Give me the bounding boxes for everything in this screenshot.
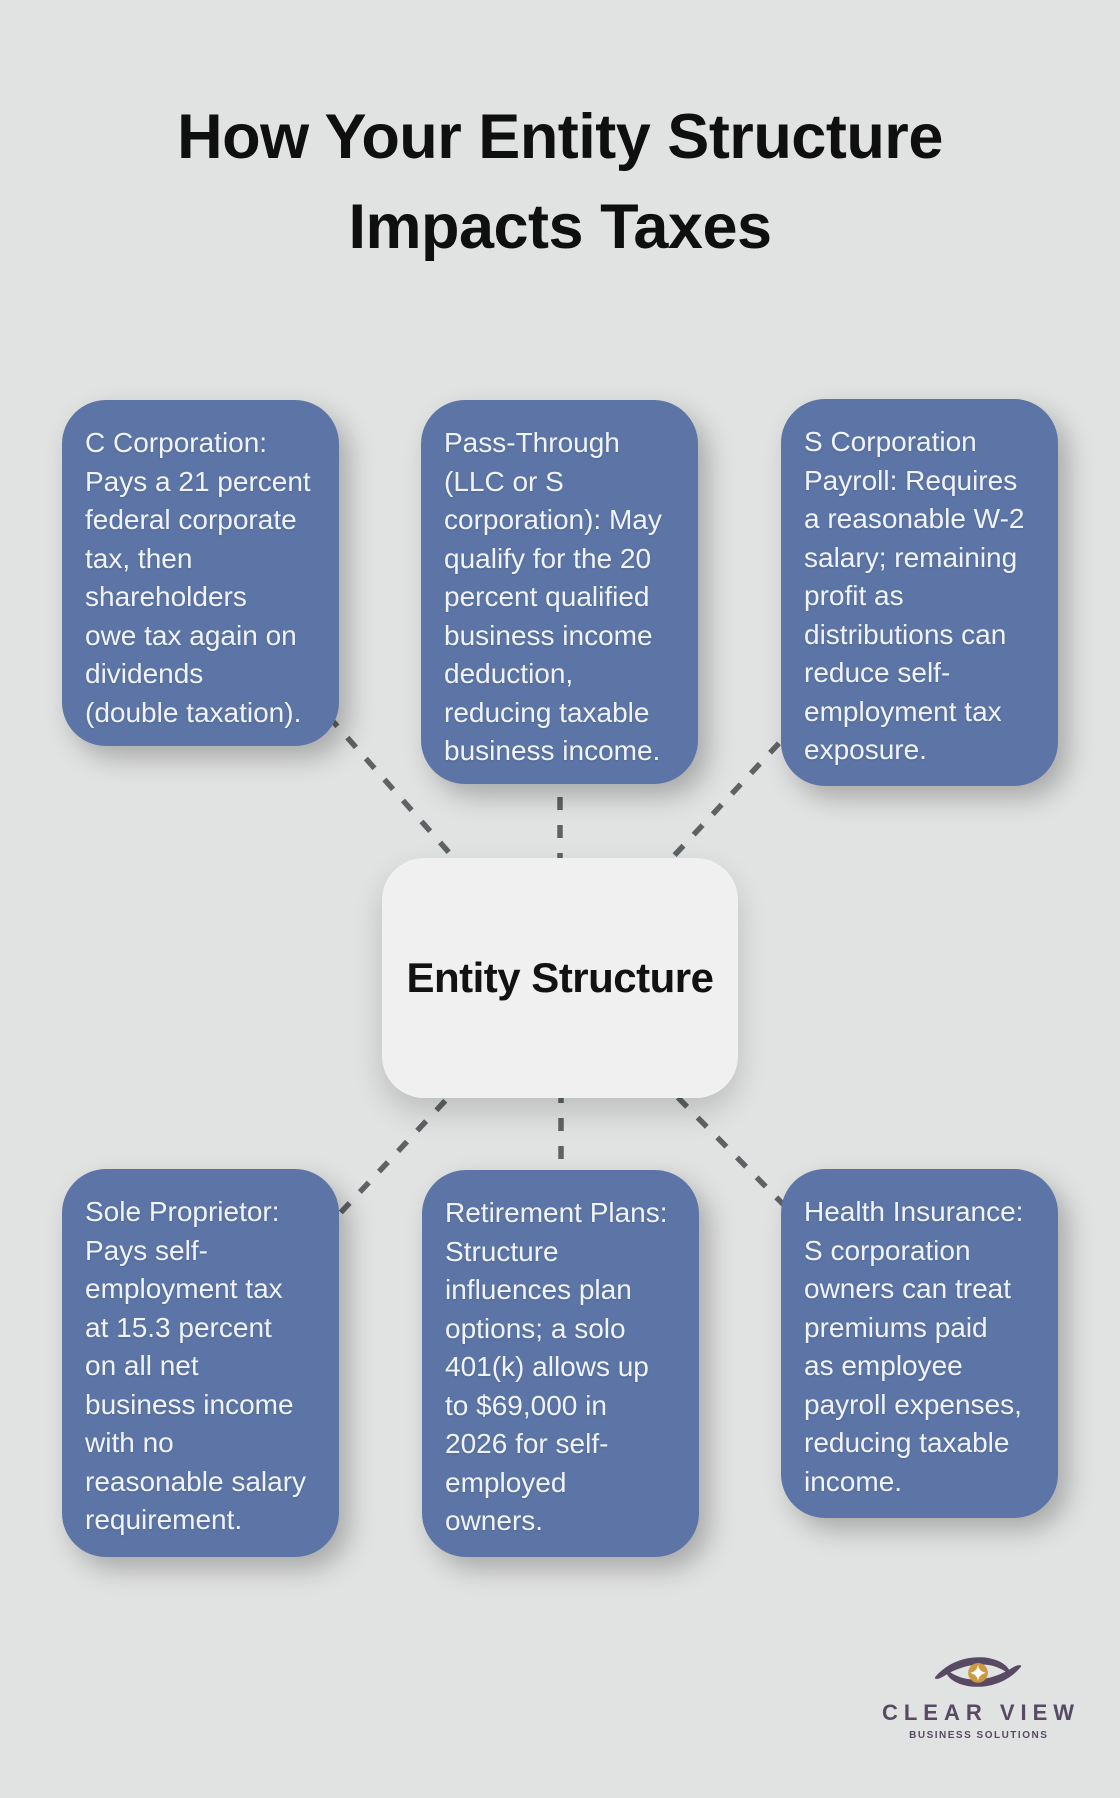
card-s-corporation-payroll: S Corporation Payroll: Requires a reason… [781,399,1058,786]
clearview-eye-icon [934,1657,1022,1687]
logo-tagline: BUSINESS SOLUTIONS [909,1730,1049,1741]
entity-structure-node: Entity Structure [382,858,738,1098]
page-title: How Your Entity Structure Impacts Taxes [177,102,943,262]
card-c-corporation: C Corporation: Pays a 21 percent federal… [62,400,339,746]
card-sole-proprietor: Sole Proprietor: Pays self- employment t… [62,1169,339,1557]
card-retirement-plans: Retirement Plans: Structure influences p… [422,1170,699,1557]
eye-star-sparkle [970,1664,986,1681]
card-health-insurance: Health Insurance: S corporation owners c… [781,1169,1058,1518]
entity-structure-label: Entity Structure [406,954,714,1001]
logo-name: CLEAR VIEW [881,1700,1081,1725]
card-pass-through: Pass-Through (LLC or S corporation): May… [421,400,698,784]
clearview-logo: CLEAR VIEW BUSINESS SOLUTIONS [836,1648,1120,1743]
